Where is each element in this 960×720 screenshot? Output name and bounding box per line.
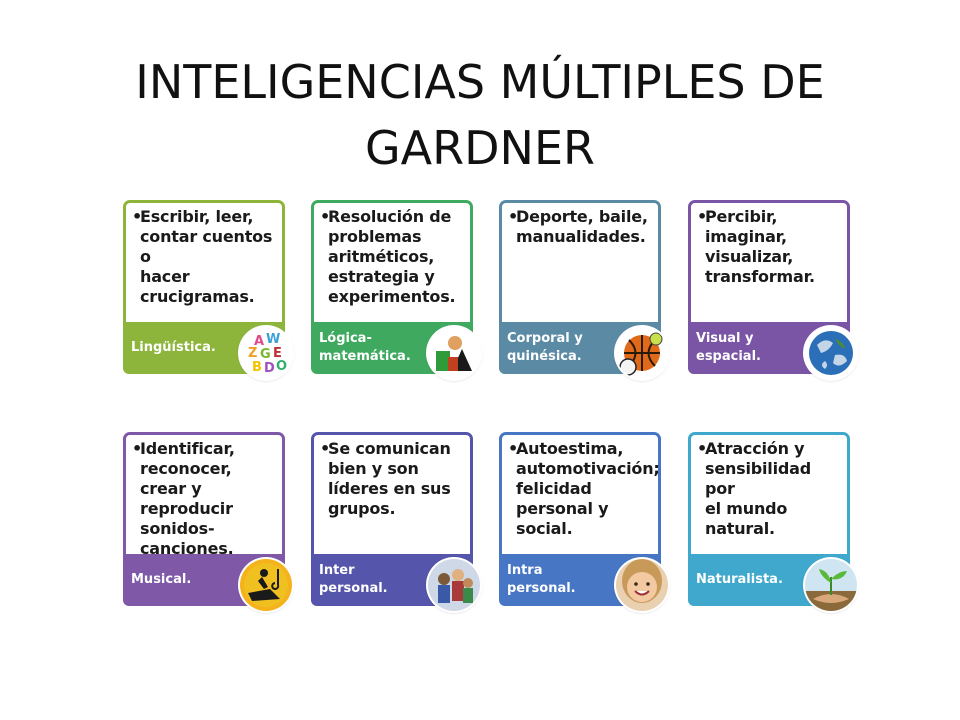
bullet-icon: • bbox=[132, 207, 143, 226]
card-description: •Identificar, reconocer, crear y reprodu… bbox=[132, 439, 278, 559]
bullet-icon: • bbox=[132, 439, 143, 458]
intelligence-card: •Identificar, reconocer, crear y reprodu… bbox=[123, 432, 292, 611]
bullet-icon: • bbox=[508, 207, 519, 226]
svg-text:D: D bbox=[264, 361, 275, 376]
alphabet-letters-icon: A W Z G E B D O bbox=[240, 327, 292, 379]
intelligence-label: Lingüística. bbox=[131, 340, 216, 355]
intelligence-card: •Percibir, imaginar,visualizar,transform… bbox=[688, 200, 857, 379]
intelligence-label: Intra personal. bbox=[507, 563, 576, 596]
people-group-icon bbox=[428, 559, 480, 611]
bullet-icon: • bbox=[697, 439, 708, 458]
svg-text:E: E bbox=[273, 346, 282, 361]
intelligence-label: Corporal y quinésica. bbox=[507, 331, 583, 364]
piano-player-icon bbox=[240, 559, 292, 611]
card-description: •Percibir, imaginar,visualizar,transform… bbox=[697, 207, 843, 287]
svg-text:Z: Z bbox=[248, 346, 257, 361]
card-description: •Deporte, baile,manualidades. bbox=[508, 207, 654, 247]
bullet-icon: • bbox=[697, 207, 708, 226]
svg-text:A: A bbox=[254, 334, 264, 349]
intelligence-label: Inter personal. bbox=[319, 563, 388, 596]
intelligence-label: Visual y espacial. bbox=[696, 331, 761, 364]
card-description-text: Deporte, baile,manualidades. bbox=[516, 207, 648, 246]
bullet-icon: • bbox=[320, 439, 331, 458]
svg-text:B: B bbox=[252, 360, 262, 375]
bullet-icon: • bbox=[320, 207, 331, 226]
geometric-shapes-icon bbox=[428, 327, 480, 379]
sports-balls-icon bbox=[616, 327, 668, 379]
card-description-text: Percibir, imaginar,visualizar,transforma… bbox=[705, 207, 815, 286]
intelligence-label: Lógica- matemática. bbox=[319, 331, 411, 364]
svg-text:G: G bbox=[260, 347, 271, 362]
svg-text:W: W bbox=[266, 332, 280, 347]
intelligence-card: •Deporte, baile,manualidades. Corporal y … bbox=[499, 200, 668, 379]
bullet-icon: • bbox=[508, 439, 519, 458]
earth-globe-icon bbox=[805, 327, 857, 379]
svg-text:O: O bbox=[276, 359, 287, 374]
card-description-text: Identificar, reconocer, crear y reproduc… bbox=[140, 439, 235, 558]
plant-in-hands-icon bbox=[805, 559, 857, 611]
smiling-girl-icon bbox=[616, 559, 668, 611]
intelligence-label: Naturalista. bbox=[696, 572, 783, 587]
intelligence-label: Musical. bbox=[131, 572, 192, 587]
